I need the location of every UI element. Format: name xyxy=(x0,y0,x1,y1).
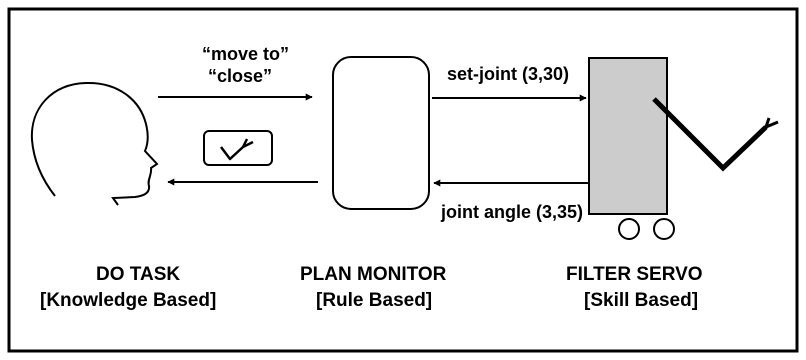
filter-servo-title: FILTER SERVO xyxy=(566,264,703,285)
joint-angle-label: joint angle (3,35) xyxy=(440,202,583,222)
robot-body xyxy=(589,58,667,214)
plan-monitor-subtitle: [Rule Based] xyxy=(316,290,432,311)
do-task-subtitle: [Knowledge Based] xyxy=(40,290,216,311)
close-label: “close” xyxy=(208,66,272,86)
plan-monitor-box xyxy=(333,57,429,209)
set-joint-label: set-joint (3,30) xyxy=(447,64,569,84)
wheel-icon xyxy=(619,219,639,239)
wheel-icon xyxy=(654,219,674,239)
gripper-icon xyxy=(204,131,272,165)
filter-servo-subtitle: [Skill Based] xyxy=(584,290,698,311)
do-task-title: DO TASK xyxy=(96,264,180,285)
plan-monitor-title: PLAN MONITOR xyxy=(300,264,447,285)
move-to-label: “move to” xyxy=(202,44,289,64)
